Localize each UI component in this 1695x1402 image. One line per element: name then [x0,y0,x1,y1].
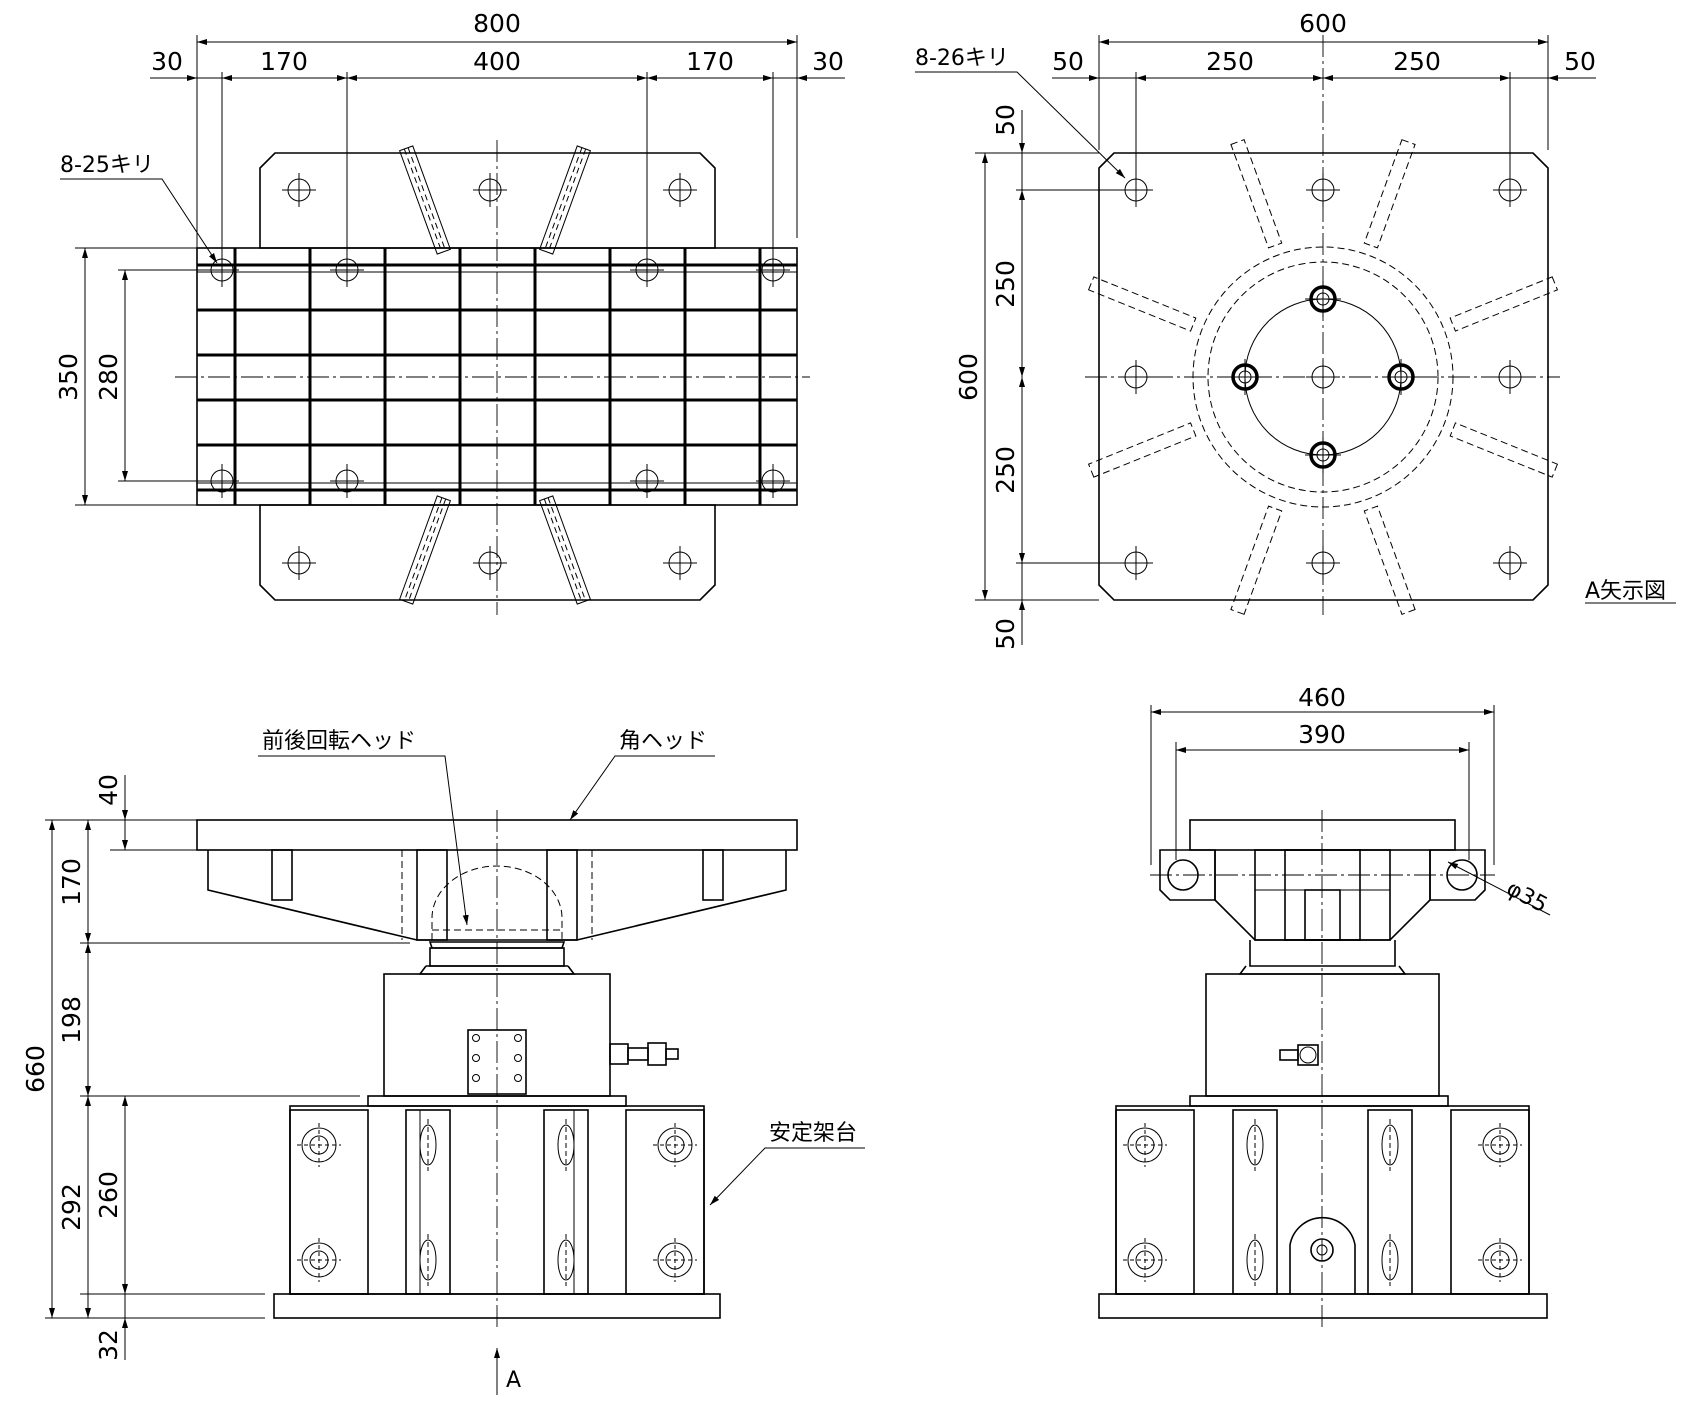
hole-note-8-26: 8-26キリ [915,46,1009,71]
arrow-view-dims: 600 50 250 250 50 50 250 600 250 50 8-26… [915,9,1676,650]
side-head-plate [1189,819,1456,851]
view-arrow-a: A [506,1368,521,1393]
dim-400: 400 [473,47,521,76]
dim-170-v: 170 [57,858,86,906]
dim-350: 350 [54,353,83,401]
lug-left [1159,849,1216,901]
top-dims: 800 30 170 400 170 30 350 280 8-25キリ [54,9,845,506]
dim-v-250-bottom: 250 [991,446,1020,494]
label-stand: 安定架台 [769,1121,857,1146]
front-dims: 40 170 198 660 292 260 32 [21,774,410,1361]
top-view: 800 30 170 400 170 30 350 280 8-25キリ [54,9,845,615]
dim-292: 292 [57,1183,86,1231]
dim-600-h: 600 [1299,9,1347,38]
label-rotating-head: 前後回転ヘッド [262,729,416,754]
dim-170-right: 170 [686,47,734,76]
side-view: 460 390 φ35 [1098,683,1551,1330]
dim-40: 40 [94,774,123,806]
dim-32: 32 [94,1329,123,1361]
dim-30-right: 30 [812,47,844,76]
side-stand [1115,1105,1530,1295]
dim-800: 800 [473,9,521,38]
rotating-head-dome [431,865,563,940]
hole-note-8-25: 8-25キリ [60,153,154,178]
dim-198: 198 [57,996,86,1044]
front-view: 40 170 198 660 292 260 32 前後回転ヘッド 角ヘッド 安… [21,729,865,1395]
dim-260: 260 [94,1171,123,1219]
side-dims: 460 390 φ35 [1150,683,1551,918]
side-coupler [1279,1044,1319,1066]
dim-280: 280 [94,353,123,401]
dim-660: 660 [21,1045,50,1093]
dim-390: 390 [1298,720,1346,749]
dim-v-600: 600 [954,353,983,401]
dim-v-50-bottom: 50 [991,618,1020,650]
dim-250-right: 250 [1393,47,1441,76]
dim-v-250-top: 250 [991,260,1020,308]
dim-50-left: 50 [1052,47,1084,76]
dim-460: 460 [1298,683,1346,712]
dim-50-right: 50 [1564,47,1596,76]
square-head-body [207,850,787,941]
dim-250-left: 250 [1206,47,1254,76]
dim-170-left: 170 [260,47,308,76]
arrow-view: 600 50 250 250 50 50 250 600 250 50 8-26… [915,9,1676,650]
side-cylinder [1205,973,1440,1097]
dim-v-50-top: 50 [991,104,1020,136]
arrow-view-title: A矢示図 [1585,579,1666,604]
hydraulic-coupler [609,1042,679,1066]
dim-30-left: 30 [151,47,183,76]
lug-right [1429,849,1486,901]
base-plate [1098,152,1549,601]
label-square-head: 角ヘッド [619,729,707,754]
grating-grid [197,248,797,505]
